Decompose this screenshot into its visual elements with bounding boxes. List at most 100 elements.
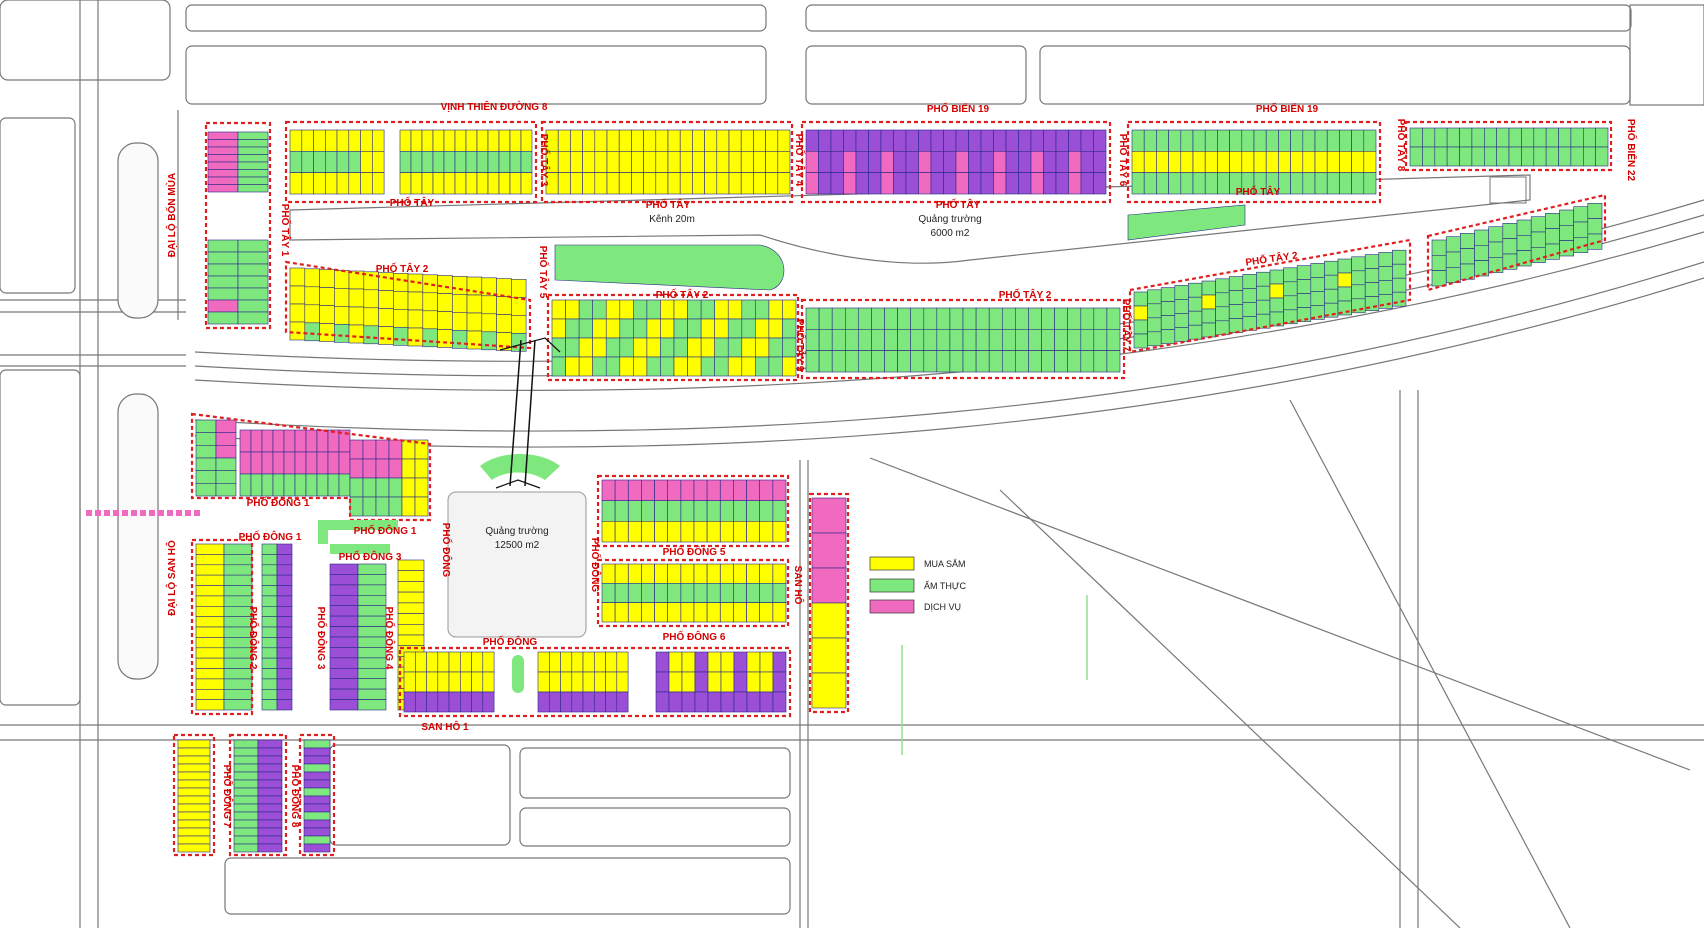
lot <box>313 129 326 152</box>
lot <box>1014 307 1029 330</box>
lot <box>261 616 278 628</box>
lot <box>319 287 335 306</box>
legend-label-shopping: MUA SẮM <box>924 559 966 569</box>
lot <box>1326 172 1340 195</box>
lot <box>257 843 283 853</box>
lot <box>1217 151 1230 173</box>
lot <box>614 563 629 584</box>
lot <box>261 595 278 607</box>
lot <box>301 151 314 173</box>
lot <box>357 615 387 627</box>
lot <box>768 337 783 358</box>
lot <box>719 479 734 502</box>
lot <box>655 691 670 713</box>
lot <box>1174 313 1189 328</box>
lot <box>375 458 390 479</box>
lot <box>606 129 620 152</box>
lot <box>880 172 894 195</box>
lot <box>215 432 237 446</box>
lot <box>303 819 331 829</box>
lot <box>1106 350 1121 373</box>
lot <box>1133 319 1148 335</box>
lot <box>844 307 859 330</box>
lot <box>276 699 293 711</box>
lot <box>759 602 774 623</box>
lot <box>1314 129 1328 152</box>
lot <box>693 582 708 603</box>
lot <box>871 328 885 351</box>
lot <box>641 479 655 502</box>
lot <box>868 151 882 173</box>
street-labels: VỊNH THIÊN ĐƯỜNG 8 PHỐ BIỂN 19 PHỐ BIỂN … <box>164 100 1639 828</box>
street-pho-tay-2-c: PHỐ TÂY 2 <box>999 287 1052 301</box>
lot <box>329 678 359 690</box>
lot <box>759 500 774 522</box>
lot <box>481 331 497 351</box>
lot <box>1409 127 1423 148</box>
lot <box>759 582 774 603</box>
lot <box>728 129 742 152</box>
lot <box>1545 243 1560 260</box>
lot <box>831 307 846 330</box>
lot-blocks <box>177 127 1609 853</box>
lot <box>177 747 211 757</box>
lot <box>1363 151 1377 173</box>
lot <box>772 602 787 623</box>
lot <box>207 146 239 155</box>
lot <box>660 299 675 320</box>
lot <box>233 787 259 797</box>
lot <box>195 688 225 700</box>
lot <box>1242 316 1257 331</box>
lot <box>923 307 938 330</box>
lot <box>641 563 655 584</box>
lot <box>437 671 450 693</box>
lot <box>668 651 683 673</box>
lot <box>693 602 708 623</box>
lot <box>627 500 642 522</box>
lot <box>223 595 253 607</box>
lot <box>930 151 944 173</box>
lot <box>1474 229 1489 246</box>
lot <box>276 574 293 586</box>
lot <box>276 647 293 659</box>
lot <box>195 444 217 459</box>
lot <box>857 350 872 373</box>
lot <box>237 139 269 148</box>
lot <box>811 602 847 639</box>
lot <box>276 616 293 628</box>
lot <box>918 172 932 195</box>
lot <box>548 651 561 673</box>
lot <box>448 651 461 673</box>
lot <box>1310 263 1325 278</box>
lot <box>681 691 696 713</box>
lot <box>1474 245 1489 261</box>
lot <box>437 311 453 330</box>
lot <box>338 473 351 497</box>
lot <box>1431 239 1447 256</box>
lot <box>1188 310 1203 326</box>
lot <box>1215 320 1230 336</box>
lot <box>363 325 379 345</box>
lot <box>1422 127 1436 148</box>
lot <box>336 151 350 173</box>
lot <box>261 637 278 649</box>
lot <box>687 356 702 377</box>
lot <box>667 500 682 522</box>
lot <box>993 151 1007 173</box>
lot <box>1005 151 1019 173</box>
lot <box>303 843 331 853</box>
lot <box>421 151 434 173</box>
lot <box>397 602 425 614</box>
lot <box>482 651 495 673</box>
lot <box>357 657 387 669</box>
lot <box>1160 301 1176 316</box>
lot <box>303 755 331 765</box>
lot <box>1256 271 1271 287</box>
street-pho-tay-c: PHỐ TÂY <box>936 197 981 211</box>
street-pho-bien-22: PHỐ BIỂN 22 <box>1625 119 1639 182</box>
lot <box>1156 151 1169 173</box>
lot <box>223 554 253 566</box>
lot <box>392 326 409 346</box>
lot <box>1080 172 1094 195</box>
lot <box>349 439 364 460</box>
